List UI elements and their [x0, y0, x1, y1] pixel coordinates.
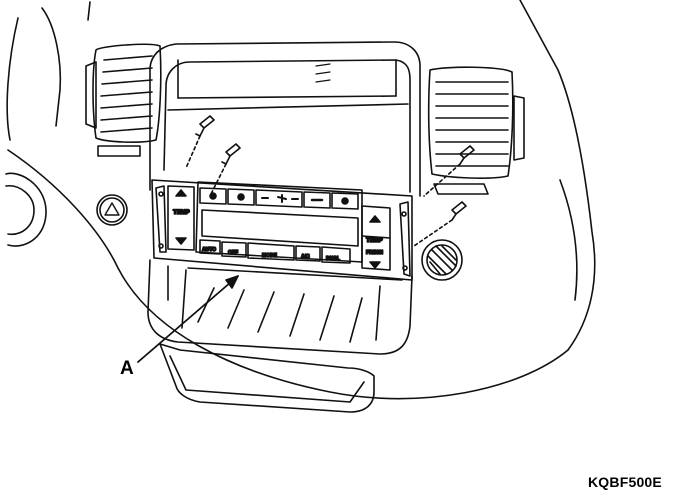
screw-upper-right [423, 145, 475, 197]
right-air-vent [427, 66, 525, 195]
mounting-screws [185, 115, 475, 247]
round-speaker [421, 239, 463, 281]
figure-code: KQBF500E [588, 474, 662, 490]
screw-mid-left [209, 143, 241, 197]
dashboard-outline [6, 0, 596, 400]
off-label: OFF [228, 250, 238, 256]
fresh-label: FRESH [366, 250, 383, 256]
callout-leader-line [137, 275, 239, 363]
left-knob [5, 172, 47, 247]
bezel-marks [315, 63, 331, 83]
climate-control-panel [151, 179, 413, 281]
auto-label: AUTO [202, 247, 216, 253]
screw-upper-left [185, 115, 215, 169]
temp-right-label: TEMP [366, 238, 383, 244]
dual-label: DUAL [326, 256, 340, 262]
left-air-vent [85, 43, 162, 157]
hazard-switch [96, 194, 128, 226]
callout-label-a: A [120, 358, 134, 379]
center-stack-bezel [147, 41, 421, 355]
mode-label: MODE [262, 253, 278, 259]
screw-lower-right [413, 201, 467, 247]
temp-left-label: TEMP [173, 210, 190, 216]
callout-arrowhead [225, 275, 239, 289]
bottom-slot [159, 343, 375, 413]
ac-label: A/C [301, 254, 310, 260]
lower-tray [187, 267, 403, 343]
